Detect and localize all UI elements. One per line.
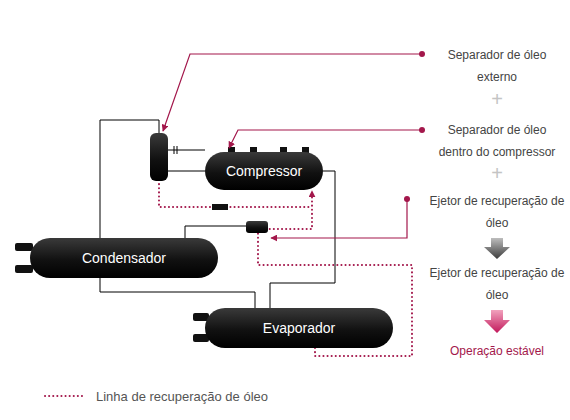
refrigerant-pipe [100,278,255,308]
step-label: Separador de óleo externo [447,44,547,88]
node-label: Evaporador [263,320,335,336]
pipe-tick [177,146,178,154]
plus-sign: + [477,88,517,110]
pipe-tick [174,146,175,154]
tank-nozzle [15,243,33,251]
condenser-tank: Condensador [30,238,218,278]
legend-line-sample [45,395,84,397]
node-label: Compressor [226,163,302,179]
refrigerant-pipe [270,171,335,308]
legend-label: Linha de recuperação de óleo [96,389,268,404]
leader-line [163,54,422,131]
evaporator-tank: Evaporador [205,308,393,348]
step-arrow [484,310,510,333]
step-label: Ejetor de recuperação de óleo [429,190,565,234]
leader-dot [419,127,425,133]
pipe-line [185,226,246,238]
node-label: Condensador [82,250,166,266]
step-label: Operação estável [429,340,565,362]
oil-separator [150,133,168,181]
legend-entry: Linha de recuperação de óleo [42,386,268,406]
valve-symbol [212,204,228,210]
leader-dot [404,196,410,202]
leader-dot [419,51,425,57]
refrigerant-pipe [100,120,205,238]
plus-sign: + [477,162,517,184]
oil-ejector [246,221,268,233]
step-label: Separador de óleo dentro do compressor [431,119,563,163]
compressor-unit: Compressor [205,152,323,190]
step-label: Ejetor de recuperação de óleo [429,262,565,306]
step-arrow [484,238,510,259]
legend-line [42,386,86,406]
tank-nozzle [15,265,33,273]
leader-line [271,199,407,238]
leader-line [229,130,422,148]
